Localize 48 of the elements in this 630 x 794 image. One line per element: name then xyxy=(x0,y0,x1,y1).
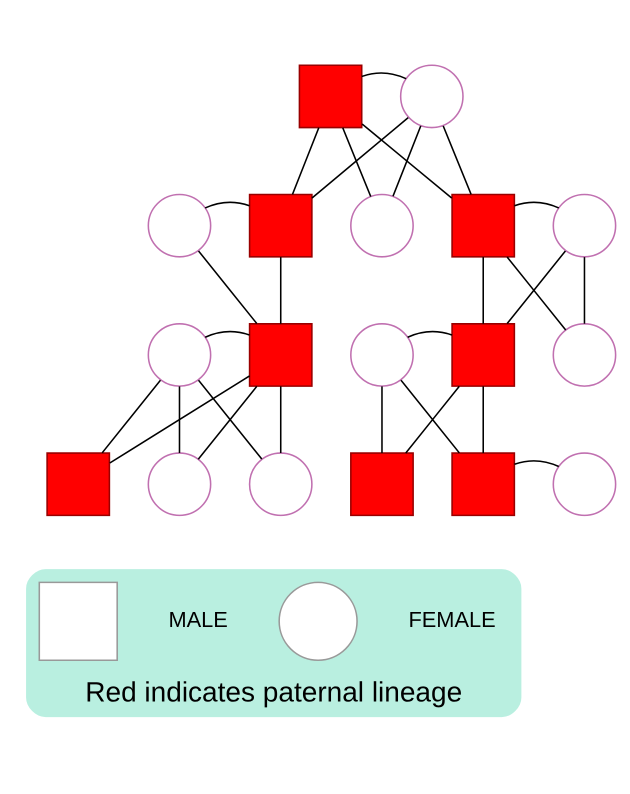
node-box xyxy=(350,452,414,516)
node-circle xyxy=(552,452,616,516)
node-circle xyxy=(148,452,212,516)
node-box xyxy=(451,452,516,516)
connector xyxy=(342,128,372,197)
connector xyxy=(482,257,484,324)
connector xyxy=(442,126,472,195)
node-box xyxy=(298,64,362,128)
connector xyxy=(102,380,162,454)
node-box xyxy=(451,323,516,387)
connector xyxy=(506,256,566,330)
connector xyxy=(178,386,180,453)
legend-label: MALE xyxy=(168,607,228,632)
connector xyxy=(204,202,250,209)
node-circle xyxy=(278,582,358,662)
connector xyxy=(312,117,409,199)
node-circle xyxy=(248,452,313,516)
node-circle xyxy=(552,323,616,387)
connector xyxy=(514,202,560,209)
connector xyxy=(392,126,422,196)
legend-label: FEMALE xyxy=(408,607,496,632)
node-circle xyxy=(552,194,616,258)
connector xyxy=(482,386,484,453)
connector xyxy=(514,460,560,468)
node-box xyxy=(248,194,313,258)
connector xyxy=(584,257,586,324)
connector xyxy=(407,330,452,338)
node-circle xyxy=(148,323,212,387)
connector xyxy=(198,250,258,324)
connector xyxy=(362,123,452,199)
connector xyxy=(381,386,383,453)
node-circle xyxy=(400,64,464,128)
node-box xyxy=(451,194,516,258)
connector xyxy=(506,250,566,324)
node-box xyxy=(38,582,118,662)
connector xyxy=(362,72,406,80)
connector xyxy=(109,375,250,464)
node-circle xyxy=(148,194,212,258)
connector xyxy=(400,380,460,454)
connector xyxy=(280,386,282,453)
connector xyxy=(280,257,282,324)
connector xyxy=(292,128,320,195)
node-circle xyxy=(350,194,414,258)
node-box xyxy=(248,323,313,387)
node-circle xyxy=(350,323,414,387)
connector xyxy=(405,386,460,454)
node-box xyxy=(46,452,110,516)
connector xyxy=(204,330,250,338)
